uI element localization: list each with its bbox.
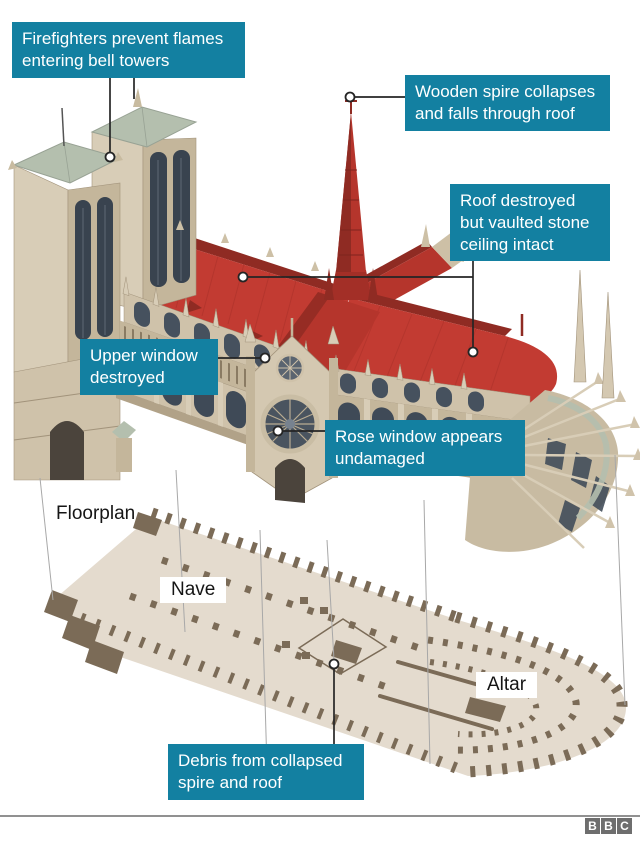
footer-divider: [0, 815, 640, 817]
bell-towers: [8, 88, 198, 481]
dot-upper-window: [259, 352, 271, 364]
spire-destroyed: [324, 93, 378, 300]
plan-altar-platform: [465, 697, 506, 722]
plan-ambulatory-columns: [427, 636, 580, 754]
tower-mast: [61, 107, 65, 147]
nave-label: Nave: [160, 577, 227, 603]
callout-dots: [104, 91, 479, 670]
upper-rose-window: [275, 353, 305, 383]
plan-nave-columns-south: [128, 592, 397, 694]
plan-choir-screen-south: [378, 694, 494, 731]
bbc-logo-letter: B: [601, 818, 616, 834]
dot-bell-towers: [104, 151, 116, 163]
callout-debris: Debris from collapsed spire and roof: [168, 744, 364, 800]
plan-crossing-outline: [297, 618, 388, 675]
callout-rose-window: Rose window appears undamaged: [325, 420, 525, 476]
plan-nave-columns-north: [160, 556, 427, 654]
transept-portal: [275, 459, 305, 503]
bbc-logo: B B C: [585, 818, 632, 834]
dot-rose-window: [272, 425, 284, 437]
bbc-logo-letter: B: [585, 818, 600, 834]
plan-apse-buttresses: [454, 611, 628, 778]
callout-wooden-spire: Wooden spire collapses and falls through…: [405, 75, 610, 131]
west-portal: [50, 421, 84, 480]
floorplan-drawing: [44, 507, 628, 778]
dot-debris: [328, 658, 340, 670]
rose-window: [260, 394, 320, 454]
projection-lines: [39, 454, 626, 769]
leader-lines: [109, 70, 474, 744]
floorplan-title: Floorplan: [56, 503, 136, 524]
callout-firefighters: Firefighters prevent flames entering bel…: [12, 22, 245, 78]
callout-roof-destroyed: Roof destroyed but vaulted stone ceiling…: [450, 184, 610, 262]
dot-choir-roof: [467, 346, 479, 358]
south-transept-facade: [244, 318, 340, 503]
plan-debris-area: [331, 640, 362, 664]
dot-spire-tip: [344, 91, 356, 103]
dot-nave-roof: [237, 271, 249, 283]
plan-choir-columns: [429, 659, 540, 738]
bbc-logo-letter: C: [617, 818, 632, 834]
altar-label: Altar: [476, 672, 538, 698]
callout-upper-window: Upper window destroyed: [80, 339, 218, 395]
plan-transept-piers: [282, 597, 328, 659]
plan-west-piers: [44, 512, 162, 674]
stair-turret-roof: [112, 421, 136, 442]
